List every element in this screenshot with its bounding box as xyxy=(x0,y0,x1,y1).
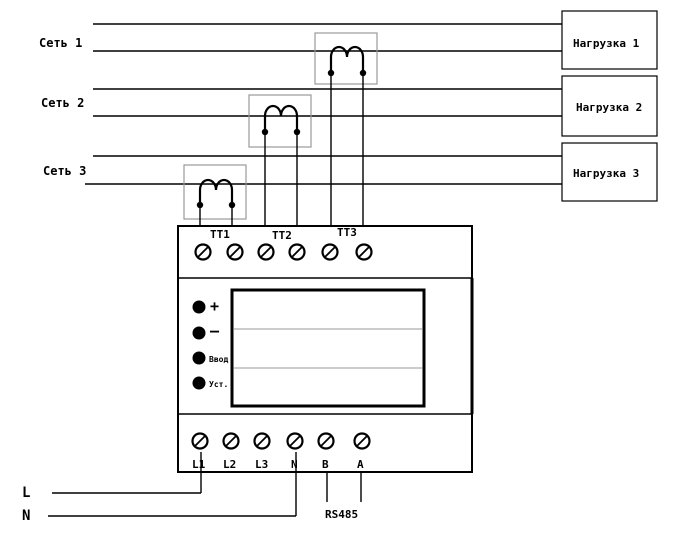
load-label-2: Нагрузка 2 xyxy=(576,101,643,114)
top-terminal-1 xyxy=(194,243,212,261)
load-box-3 xyxy=(561,142,658,202)
supply-label-n: N xyxy=(22,508,31,524)
load-box-1 xyxy=(561,10,658,70)
top-terminal-2 xyxy=(226,243,244,261)
ct-label-1: TT1 xyxy=(210,228,230,241)
top-terminal-5 xyxy=(321,243,339,261)
terminal-label-l2: L2 xyxy=(223,458,237,471)
supply-label-l: L xyxy=(22,485,31,501)
bottom-terminal-l2 xyxy=(222,432,240,450)
net-label-3: Сеть 3 xyxy=(43,164,87,178)
ct3-coil-icon xyxy=(329,45,365,73)
rs485-label: RS485 xyxy=(325,508,359,521)
ct2-box xyxy=(248,94,312,148)
load-label-3: Нагрузка 3 xyxy=(573,167,640,180)
ct1-box xyxy=(183,164,247,220)
terminal-label-l3: L3 xyxy=(255,458,269,471)
set-button xyxy=(192,376,206,390)
minus-button xyxy=(192,326,206,340)
load-label-1: Нагрузка 1 xyxy=(573,37,640,50)
terminal-label-l1: L1 xyxy=(192,458,206,471)
ct-label-3: TT3 xyxy=(337,226,357,239)
top-terminal-3 xyxy=(257,243,275,261)
ct-label-2: TT2 xyxy=(272,229,292,242)
minus-label: – xyxy=(210,322,220,340)
bottom-terminal-a xyxy=(353,432,371,450)
enter-label: Ввод xyxy=(209,355,229,364)
set-label: Уст. xyxy=(209,380,229,389)
net-label-1: Сеть 1 xyxy=(39,36,83,50)
top-terminal-6 xyxy=(355,243,373,261)
bottom-terminal-n xyxy=(286,432,304,450)
bottom-terminal-l3 xyxy=(253,432,271,450)
bottom-terminal-l1 xyxy=(191,432,209,450)
terminal-label-a: A xyxy=(357,458,364,471)
plus-button xyxy=(192,300,206,314)
terminal-label-b: B xyxy=(322,458,329,471)
lcd-display xyxy=(230,288,426,408)
net-label-2: Сеть 2 xyxy=(41,96,85,110)
load-box-2 xyxy=(561,75,658,137)
plus-label: + xyxy=(210,297,220,315)
enter-button xyxy=(192,351,206,365)
ct2-coil-icon xyxy=(263,104,299,132)
top-terminal-4 xyxy=(288,243,306,261)
terminal-label-n: N xyxy=(291,458,298,471)
ct3-box xyxy=(314,32,378,85)
bottom-terminal-b xyxy=(317,432,335,450)
ct1-coil-icon xyxy=(198,178,234,205)
